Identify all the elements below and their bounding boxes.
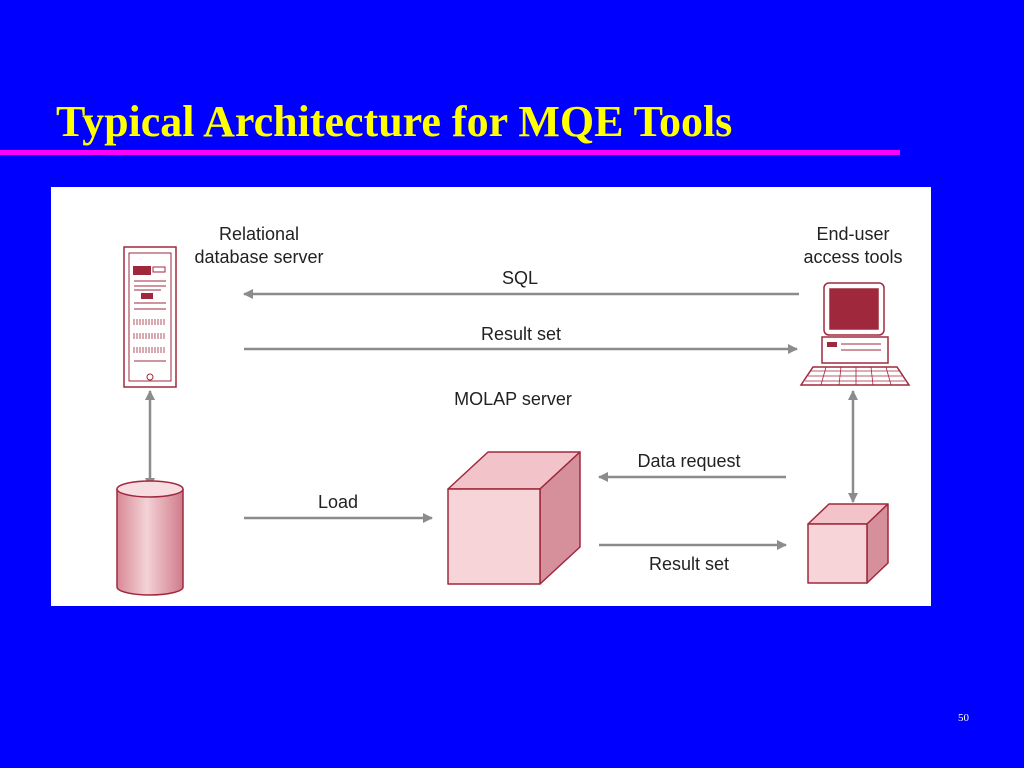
relational-label-line1: Relational	[219, 224, 299, 244]
molap-server-label: MOLAP server	[454, 389, 572, 409]
sql-label: SQL	[502, 268, 538, 288]
server-tower-icon	[123, 246, 177, 388]
diagram-panel: Relational database server End-user acce…	[51, 187, 931, 606]
database-cylinder-icon	[116, 480, 184, 596]
enduser-label-line1: End-user	[816, 224, 889, 244]
title-underline	[0, 150, 900, 155]
enduser-label-line2: access tools	[803, 247, 902, 267]
molap-cube-icon	[447, 451, 581, 585]
result-set-top-label: Result set	[481, 324, 561, 344]
slide-title: Typical Architecture for MQE Tools	[56, 97, 733, 146]
data-request-label: Data request	[637, 451, 740, 471]
local-cube-icon	[807, 503, 889, 584]
slide-number: 50	[958, 712, 969, 724]
computer-icon	[799, 282, 911, 386]
result-set-bottom-label: Result set	[649, 554, 729, 574]
architecture-diagram: Relational database server End-user acce…	[116, 224, 911, 596]
load-label: Load	[318, 492, 358, 512]
relational-label-line2: database server	[194, 247, 323, 267]
